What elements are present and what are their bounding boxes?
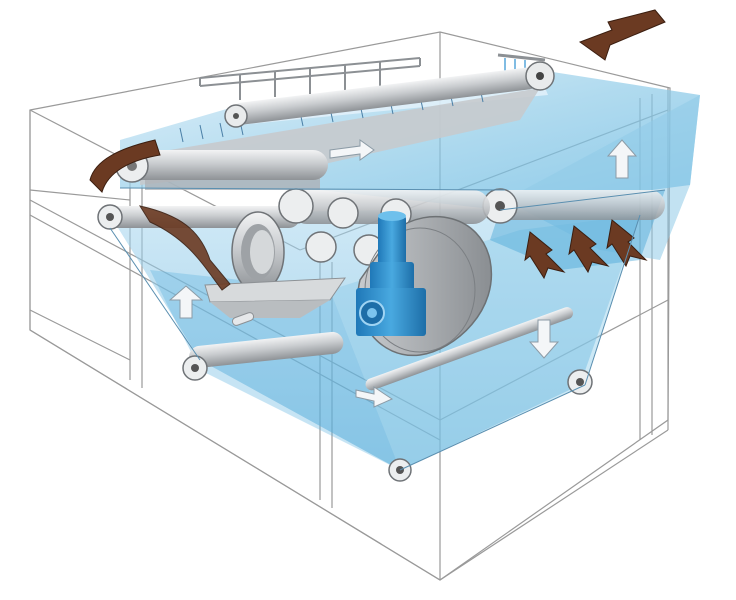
- roller-bottom-left: [182, 331, 344, 381]
- drum: [231, 211, 285, 293]
- belt-edges: [109, 187, 666, 471]
- arrow-bottom: [355, 386, 394, 408]
- roller-top-left: [224, 67, 540, 128]
- roller-bottom-right: [365, 307, 593, 395]
- sludge-arrow-inlet: [578, 9, 666, 61]
- sludge-arrow-left: [89, 139, 161, 193]
- scraper-tray: [204, 277, 346, 326]
- arrow-up-left: [168, 285, 204, 319]
- roller-top-right: [525, 61, 555, 91]
- spray-bar: [199, 57, 421, 100]
- sludge-arrows-right: [524, 219, 648, 280]
- arrow-belt-top: [329, 139, 375, 161]
- roller-right: [482, 188, 665, 224]
- arrow-up-right: [606, 139, 638, 179]
- arrow-down-right: [528, 319, 560, 359]
- sludge-ribbon: [138, 205, 231, 291]
- flow-arrows: [168, 139, 638, 408]
- gear-motor: [356, 211, 426, 336]
- press-rollers: [278, 188, 490, 266]
